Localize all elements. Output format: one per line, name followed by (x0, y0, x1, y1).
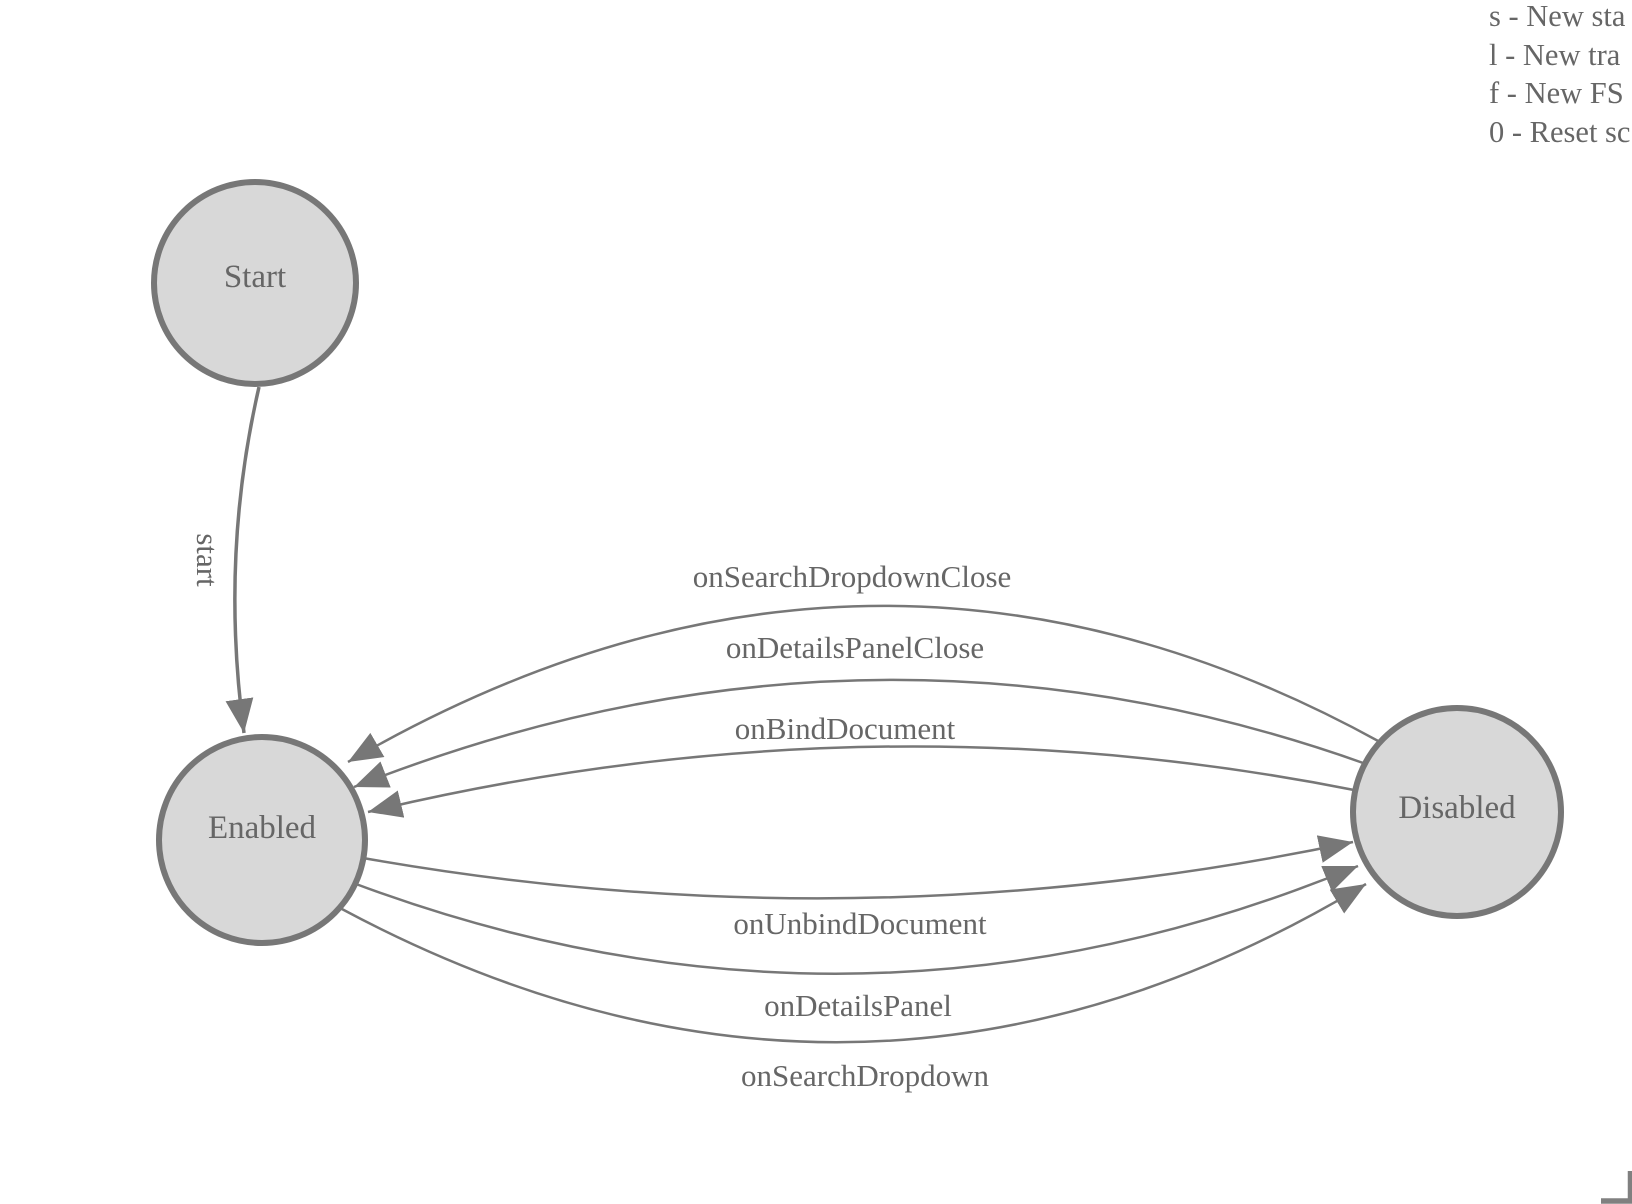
state-node-enabled[interactable]: Enabled (156, 734, 368, 946)
state-node-disabled[interactable]: Disabled (1350, 705, 1564, 919)
transition-label-start: start (190, 533, 225, 587)
canvas-resize-handle-icon[interactable] (1601, 1171, 1632, 1204)
transition-onSearchDropdown[interactable] (339, 882, 1367, 1044)
transition-onUnbindDocument[interactable] (362, 835, 1354, 900)
legend-line-new-fsm: f - New FS (1489, 76, 1624, 110)
state-label-start: Start (224, 259, 286, 295)
transition-label-onBindDocument: onBindDocument (735, 711, 956, 746)
transition-label-onDetailsPanel: onDetailsPanel (764, 988, 952, 1023)
legend-line-reset-scale: 0 - Reset sc (1489, 114, 1631, 149)
state-node-start[interactable]: Start (151, 179, 359, 387)
state-circle-enabled[interactable] (156, 734, 368, 946)
transition-start[interactable] (225, 386, 261, 734)
state-circle-disabled[interactable] (1350, 705, 1564, 919)
legend-line-new-transition: l - New tra (1489, 37, 1621, 72)
transition-label-onDetailsPanelClose: onDetailsPanelClose (726, 630, 984, 665)
state-label-disabled: Disabled (1398, 790, 1516, 826)
transition-label-onSearchDropdownClose: onSearchDropdownClose (693, 559, 1012, 594)
transition-onBindDocument[interactable] (367, 745, 1355, 818)
transition-onDetailsPanel[interactable] (355, 864, 1359, 975)
state-label-enabled: Enabled (208, 810, 317, 846)
shortcut-legend: s - New sta l - New tra f - New FS 0 - R… (1489, 0, 1632, 151)
state-circle-start[interactable] (151, 179, 359, 387)
transition-onSearchDropdownClose[interactable] (347, 604, 1381, 764)
transition-onDetailsPanelClose[interactable] (353, 678, 1367, 789)
transition-label-onSearchDropdown: onSearchDropdown (741, 1058, 989, 1093)
legend-line-new-state: s - New sta (1489, 0, 1626, 33)
transition-label-onUnbindDocument: onUnbindDocument (733, 906, 987, 941)
